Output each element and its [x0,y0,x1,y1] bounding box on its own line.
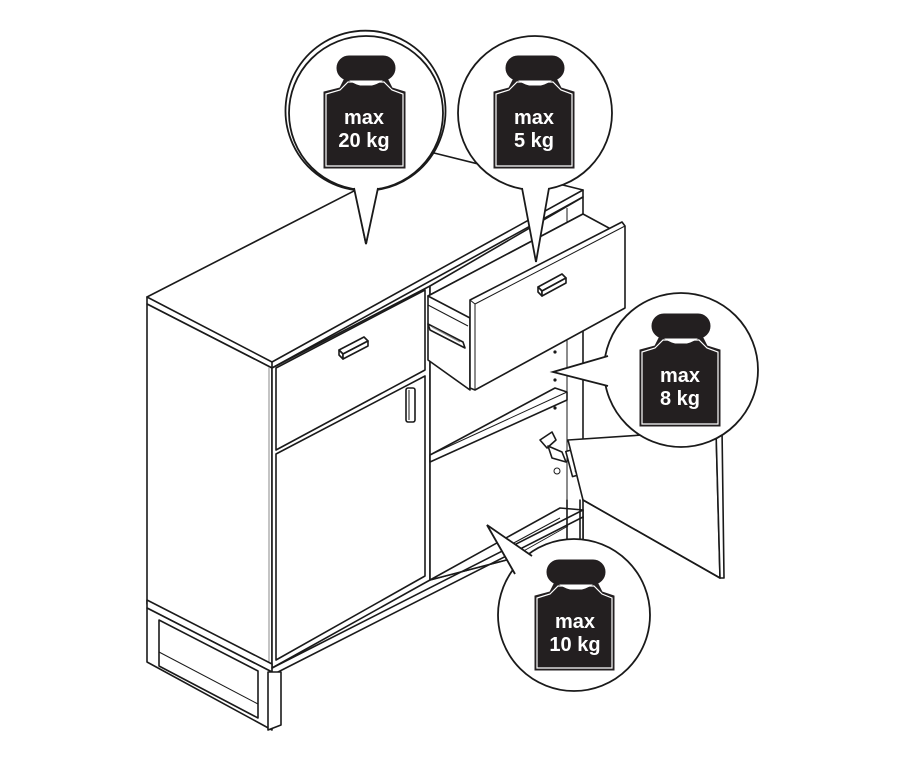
drawer-runner [427,323,466,349]
callout-shelf-line1: max [660,365,700,387]
callout-bottom-10kg: max 10 kg [486,524,651,692]
left-drawer-handle[interactable] [338,336,369,360]
left-door [275,375,426,661]
cabinet-base-frame [146,509,584,731]
weight-icon: max 5 kg [493,55,575,169]
weight-icon: max 20 kg [323,55,406,169]
left-drawer-front [275,289,426,451]
weight-icon: max 8 kg [639,313,721,427]
right-drawer-open[interactable] [427,213,626,391]
callout-top-20kg: max 20 kg [284,29,447,245]
left-door-handle[interactable] [405,387,416,423]
inner-shelf [429,387,568,463]
callout-drawer-line1: max [514,107,554,129]
weight-icon: max 10 kg [534,559,615,671]
callout-bottom-line1: max [555,611,595,633]
callout-shelf-8kg: max 8 kg [549,292,759,448]
callout-top-line1: max [344,107,384,129]
callout-top-line2: 20 kg [338,130,389,152]
right-drawer-handle[interactable] [537,273,567,297]
cabinet [146,151,725,731]
cabinet-front [271,285,431,669]
callout-drawer-5kg: max 5 kg [457,35,613,263]
callout-shelf-line2: 8 kg [660,388,700,410]
callout-bottom-line2: 10 kg [549,634,600,656]
callout-drawer-line2: 5 kg [514,130,554,152]
